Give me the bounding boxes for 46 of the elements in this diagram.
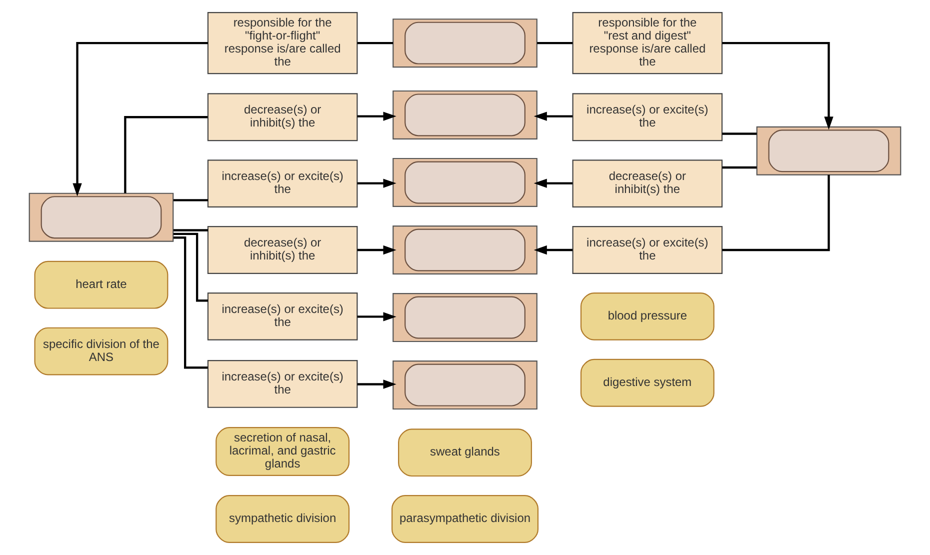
node-box <box>392 360 538 410</box>
node-box <box>392 293 538 342</box>
connector <box>173 232 208 302</box>
node-box: decrease(s) or inhibit(s) the <box>207 93 358 142</box>
node-box: increase(s) or excite(s) the <box>207 292 358 340</box>
connector <box>124 116 208 194</box>
arrow <box>72 42 208 196</box>
connector <box>722 174 830 252</box>
arrow <box>357 312 396 322</box>
node-box <box>28 192 174 242</box>
connector <box>173 229 208 232</box>
connector <box>722 132 757 135</box>
node-box: increase(s) or excite(s) the <box>572 226 723 274</box>
connector <box>357 42 394 44</box>
node-box: blood pressure <box>580 292 714 340</box>
node-box: specific division of the ANS <box>34 327 168 376</box>
node-box: increase(s) or excite(s) the <box>207 160 358 208</box>
node-box: sweat glands <box>398 428 532 477</box>
node-box: digestive system <box>580 358 714 407</box>
arrow <box>534 112 573 121</box>
connector <box>537 42 573 44</box>
arrow <box>357 178 396 188</box>
arrow <box>357 112 396 121</box>
node-box: sympathetic division <box>216 495 350 543</box>
node-box: secretion of nasal, lacrimal, and gastric glands <box>216 426 350 476</box>
node-box <box>392 226 538 274</box>
node-box: parasympathetic division <box>391 495 539 543</box>
node-box <box>392 90 538 140</box>
node-box: increase(s) or excite(s) the <box>572 93 723 142</box>
node-box: increase(s) or excite(s) the <box>207 360 358 408</box>
arrow <box>534 178 573 188</box>
node-box <box>756 126 902 176</box>
arrow <box>534 245 573 255</box>
connector <box>173 199 208 202</box>
arrow <box>357 245 396 255</box>
connector <box>722 166 757 169</box>
node-box <box>392 18 538 68</box>
node-box: responsible for the "rest and digest" response is/are called the <box>572 12 723 74</box>
arrow <box>357 380 396 389</box>
node-box: responsible for the "fight-or-flight" response is/are called the <box>207 12 358 74</box>
node-box: heart rate <box>34 260 168 309</box>
connector <box>173 236 208 369</box>
node-box: decrease(s) or inhibit(s) the <box>207 226 358 274</box>
node-box <box>392 158 538 207</box>
node-box: decrease(s) or inhibit(s) the <box>572 160 723 208</box>
arrow <box>722 42 834 130</box>
